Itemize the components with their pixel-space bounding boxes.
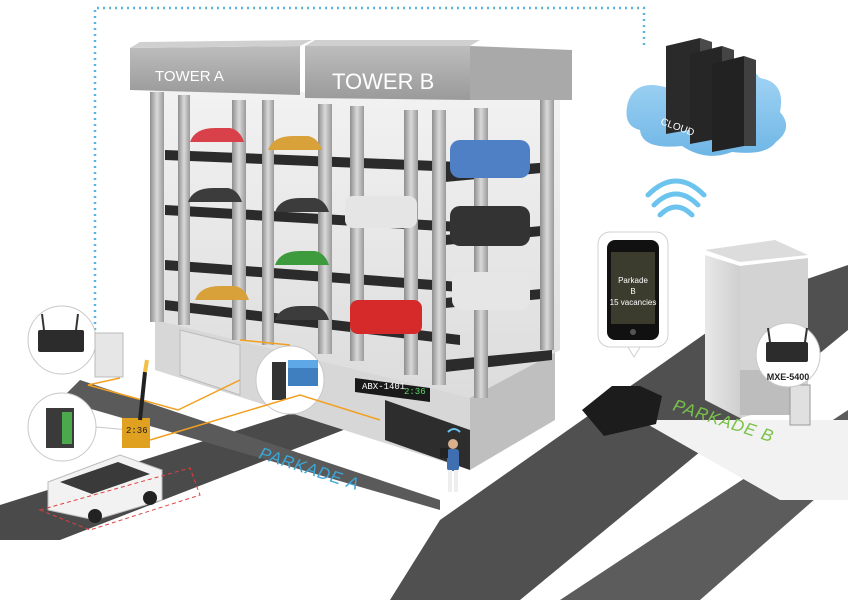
- parked-cars: [188, 128, 530, 334]
- device-model-label: MXE-5400: [767, 372, 810, 382]
- gate-display-time: 2:36: [126, 426, 148, 436]
- mxe-device-callout: MXE-5400: [755, 322, 821, 388]
- smartphone-callout: Parkade B 15 vacancies: [597, 231, 669, 358]
- barrier-gate: 2:36: [122, 359, 150, 448]
- entrance-sign-time: 2:36: [404, 387, 426, 397]
- server-rack-icon: [666, 38, 756, 152]
- person-with-tablet: [440, 428, 461, 492]
- wiring: [87, 339, 381, 441]
- tower-a-title: TOWER A: [155, 68, 224, 85]
- din-controller-callout: [27, 392, 131, 462]
- wifi-signal-icon: [645, 178, 707, 218]
- io-module-callout: [255, 345, 325, 415]
- tower-a-roof: [130, 46, 300, 95]
- entrance-sign-plate: ABX-1401: [362, 382, 405, 392]
- black-car: [582, 386, 662, 436]
- phone-line-2: B: [630, 287, 635, 296]
- phone-line-1: Parkade: [618, 276, 648, 285]
- tower-b-roof: [305, 46, 470, 100]
- parking-tower-building: [130, 40, 572, 470]
- tower-b-title: TOWER B: [332, 69, 434, 94]
- network-link-lines: [93, 6, 646, 330]
- cloud-server: CLOUD: [626, 38, 787, 156]
- entrance-sign: ABX-1401 2:36: [355, 378, 430, 402]
- phone-line-3: 15 vacancies: [610, 298, 657, 307]
- gateway-device-callout: [27, 305, 124, 378]
- white-van: [38, 454, 201, 531]
